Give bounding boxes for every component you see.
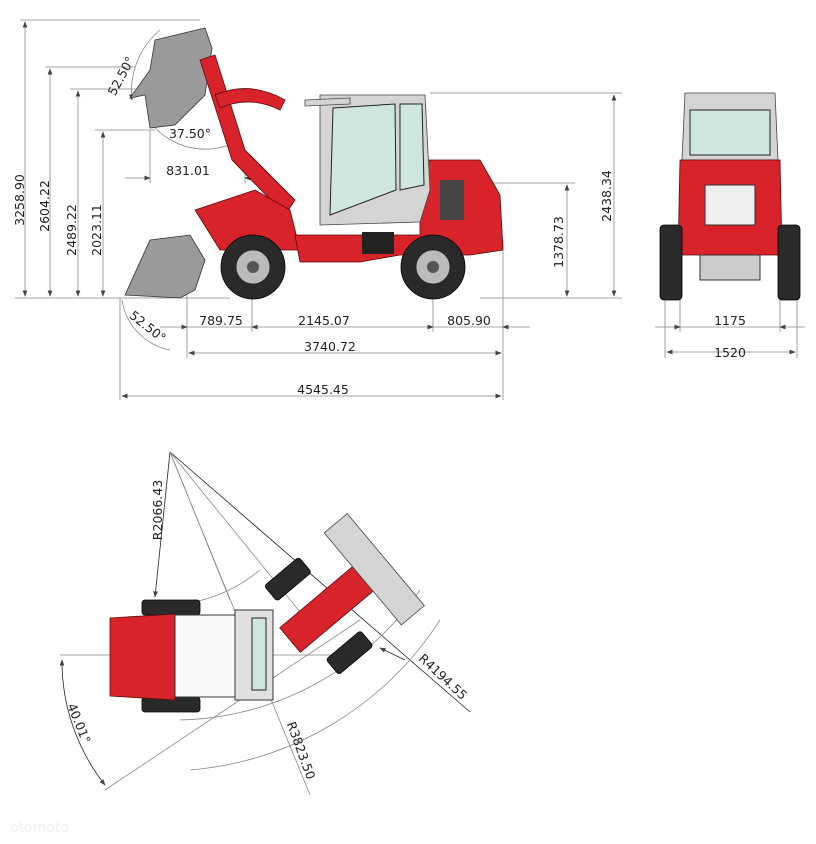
label-inner-radius: R2066.43 — [150, 480, 165, 540]
rear-frame — [109, 599, 274, 713]
label-dump-angle: 37.50° — [169, 126, 211, 141]
label-max-height: 3258.90 — [12, 174, 27, 226]
rear-wheel — [400, 234, 466, 300]
front-wheel — [220, 234, 286, 300]
loader-body — [294, 94, 504, 263]
label-outer-radius: R3823.50 — [284, 720, 319, 782]
front-frame — [265, 513, 425, 674]
battery-box — [362, 232, 394, 254]
watermark: otomoto — [10, 820, 69, 836]
engine-opening — [440, 180, 464, 220]
side-view: 3258.90 2604.22 2489.22 2023.11 2438.34 … — [12, 19, 622, 400]
right-tyre — [777, 224, 801, 301]
label-length-without-bucket: 3740.72 — [304, 339, 356, 354]
label-dump-clearance: 2023.11 — [89, 204, 104, 256]
label-overall-width: 1520 — [714, 345, 746, 360]
label-rear-height: 1378.73 — [551, 216, 566, 268]
top-view: R2066.43 R4194.55 R3823.50 40.01° — [59, 451, 470, 796]
label-bucket-pivot-height: 2604.22 — [37, 180, 52, 232]
label-wheelbase: 2145.07 — [298, 313, 350, 328]
label-overall-length: 4545.45 — [297, 382, 349, 397]
front-radiator — [704, 184, 756, 226]
label-bucket-tip-height: 2489.22 — [64, 204, 79, 256]
label-outer-bucket-radius: R4194.55 — [416, 651, 470, 703]
lowered-bucket — [124, 234, 206, 299]
label-dump-reach: 831.01 — [166, 163, 210, 178]
label-articulation-angle: 40.01° — [64, 701, 94, 746]
raised-bucket — [129, 27, 213, 129]
lift-arm — [194, 54, 301, 251]
label-cab-height: 2438.34 — [599, 170, 614, 222]
label-front-overhang: 789.75 — [199, 313, 243, 328]
label-rear-overhang: 805.90 — [447, 313, 491, 328]
front-view: 1175 1520 — [655, 92, 805, 360]
label-track-width: 1175 — [714, 313, 746, 328]
left-tyre — [659, 224, 683, 301]
